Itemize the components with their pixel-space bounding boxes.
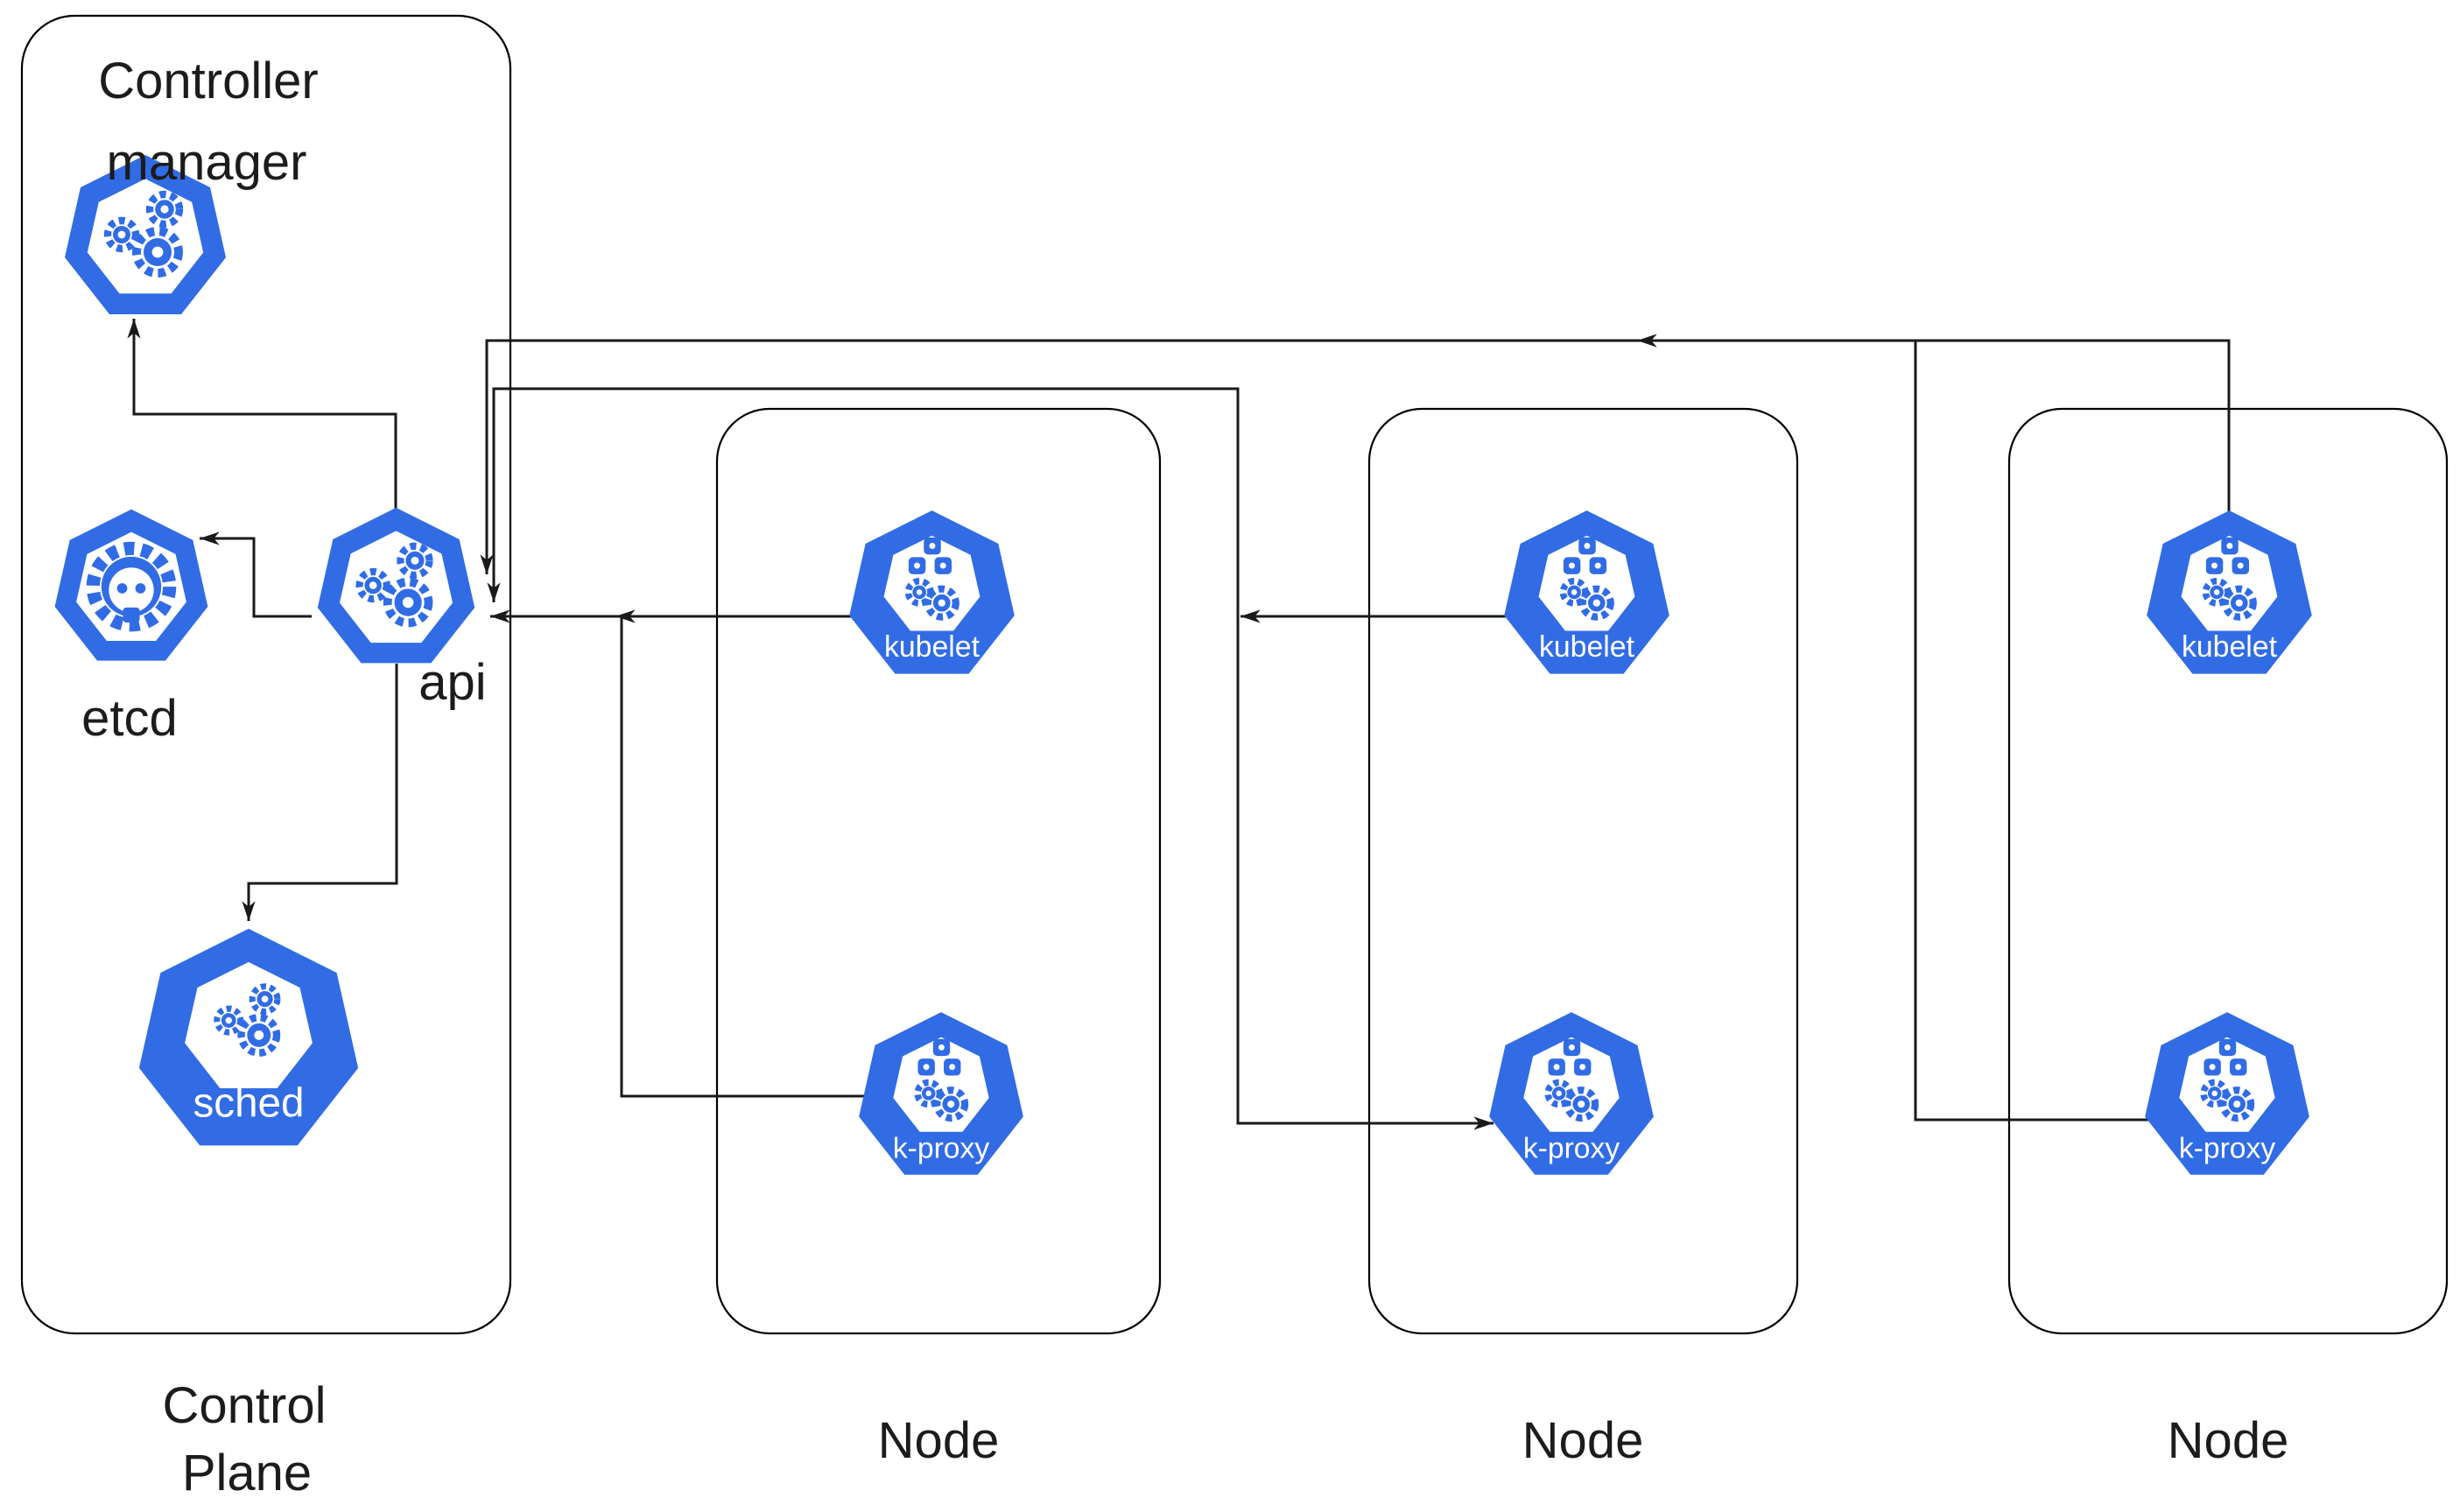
node-1-kubelet-icon: kubelet (849, 510, 1015, 674)
node-3-kproxy-icon: k-proxy (2145, 1012, 2309, 1175)
node-2-kproxy-icon: k-proxy (1489, 1012, 1654, 1175)
node-3-label: Node (2168, 1412, 2289, 1469)
edge-api-to-etcd (200, 531, 312, 618)
node-3-kubelet-icon: kubelet (2147, 510, 2312, 674)
control-plane-label-line2: Plane (182, 1445, 312, 1501)
kubelet-icon-label: kubelet (1539, 630, 1635, 664)
sched-icon-label: sched (193, 1080, 304, 1127)
node-2-label: Node (1522, 1412, 1644, 1469)
node-1-label: Node (878, 1412, 1000, 1469)
kproxy-icon-label: k-proxy (1523, 1132, 1620, 1164)
edge-kubelet3-to-api (480, 339, 2231, 574)
edge-kproxy3-to-api-line (1637, 334, 2149, 1122)
kproxy-icon-label: k-proxy (2179, 1132, 2276, 1164)
edge-api-kproxy2 (487, 387, 1494, 1130)
controller-manager-label-line2: manager (107, 134, 307, 191)
edge-api-to-sched (242, 664, 398, 921)
node-1-kproxy-icon: k-proxy (859, 1012, 1023, 1175)
sched-icon: sched (138, 928, 359, 1146)
kproxy-icon-label: k-proxy (893, 1132, 990, 1164)
etcd-label: etcd (81, 690, 178, 747)
kubelet-icon-label: kubelet (884, 630, 980, 664)
controller-manager-label-line1: Controller (98, 53, 318, 109)
node-2-kubelet-icon: kubelet (1504, 510, 1669, 674)
kubelet-icon-label: kubelet (2182, 630, 2278, 664)
control-plane-label-line1: Control (163, 1377, 327, 1434)
edge-api-to-controller-manager (127, 319, 397, 510)
api-label: api (418, 654, 486, 711)
